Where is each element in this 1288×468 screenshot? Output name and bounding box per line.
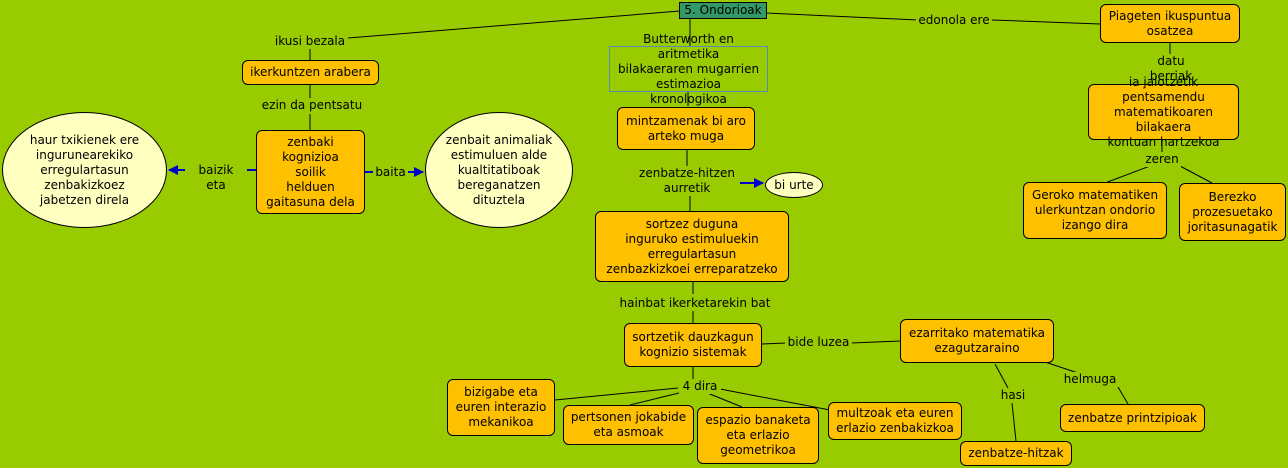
node-bi-urte[interactable]: bi urte: [765, 172, 823, 198]
link-line: [991, 19, 1101, 25]
node-zenbaki-kognizioa[interactable]: zenbaki kognizioa soilik helduen gaitasu…: [256, 130, 365, 214]
node-ikerkuntzen[interactable]: ikerkuntzen arabera: [242, 60, 379, 85]
link-label-zenbatze-hitzen-aurretik: zenbatze-hitzen aurretik: [634, 166, 740, 196]
link-line: [1104, 165, 1151, 184]
node-zenbatze-hitzak[interactable]: zenbatze-hitzak: [960, 441, 1072, 466]
link-label-4-dira: 4 dira: [679, 379, 721, 394]
link-line: [1011, 402, 1017, 442]
link-line: [851, 340, 901, 344]
node-espazio[interactable]: espazio banaketa eta erlazio geometrikoa: [697, 407, 819, 464]
link-label-ezin-da-pentsatu: ezin da pentsatu: [258, 98, 366, 113]
node-zenbatze-printzipioak[interactable]: zenbatze printzipioak: [1060, 404, 1205, 432]
link-label-baizik-eta: baizik eta: [185, 163, 247, 193]
node-mintzamenak[interactable]: mintzamenak bi aro arteko muga: [617, 107, 755, 150]
link-label-hainbat: hainbat ikerketarekin bat: [615, 296, 775, 311]
link-line: [719, 388, 831, 411]
link-label-datu-berriak: datu berriak: [1133, 54, 1209, 84]
node-jaiotzetik[interactable]: ia jaiotzetik pentsamendu matematikoaren…: [1088, 75, 1239, 149]
link-label-zeren: zeren: [1143, 152, 1181, 167]
link-line: [1179, 165, 1213, 184]
link-line: [761, 342, 787, 345]
link-line: [554, 387, 679, 401]
link-label-edonola-ere: edonola ere: [916, 13, 992, 28]
link-line: [994, 363, 1009, 389]
link-line: [629, 391, 684, 406]
link-label-hasi: hasi: [996, 388, 1030, 403]
link-line: [765, 12, 919, 21]
node-butterworth[interactable]: Butterworth en aritmetika bilakaeraren m…: [609, 32, 768, 106]
node-ezarritako[interactable]: ezarritako matematika ezagutzaraino: [900, 319, 1054, 363]
node-berezko[interactable]: Berezko prozesuetako joritasunagatik: [1179, 183, 1286, 241]
link-label-bide-luzea: bide luzea: [785, 335, 852, 350]
link-line: [347, 10, 681, 39]
node-sortzez[interactable]: sortzez duguna inguruko estimuluekin err…: [595, 211, 789, 282]
node-animaliak[interactable]: zenbait animaliak estimuluen alde kualti…: [425, 112, 573, 228]
link-line: [704, 391, 743, 408]
node-sortzetik[interactable]: sortzetik dauzkagun kognizio sistemak: [624, 323, 762, 367]
node-piaget[interactable]: Piageten ikuspuntua osatzea: [1100, 4, 1240, 43]
link-label-baita: baita: [373, 165, 408, 180]
node-multzoak[interactable]: multzoak eta euren erlazio zenbakizkoa: [828, 402, 962, 440]
node-geroko[interactable]: Geroko matematiken ulerkuntzan ondorio i…: [1023, 182, 1167, 239]
link-label-helmuga: helmuga: [1060, 372, 1120, 387]
node-pertsonen[interactable]: pertsonen jokabide eta asmoak: [563, 405, 694, 445]
node-haur-txikienek[interactable]: haur txikienek ere ingurunearekiko erreg…: [2, 112, 167, 228]
link-line: [1117, 386, 1129, 405]
root-node[interactable]: 5. Ondorioak: [679, 2, 767, 19]
node-bizigabe[interactable]: bizigabe eta euren interazio mekanikoa: [447, 379, 555, 436]
link-label-ikusi-bezala: ikusi bezala: [272, 34, 348, 49]
link-line: [1044, 361, 1079, 374]
